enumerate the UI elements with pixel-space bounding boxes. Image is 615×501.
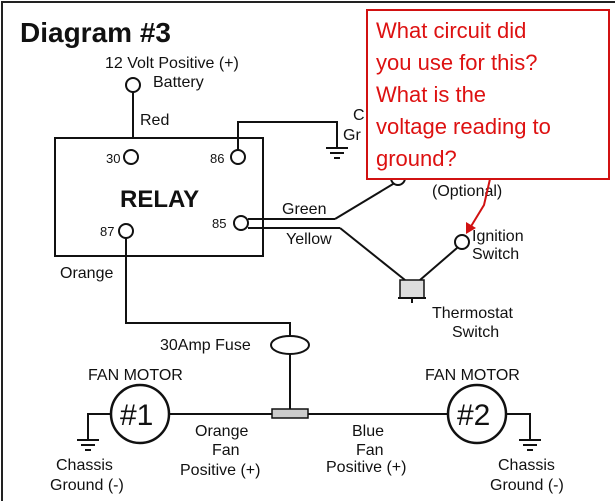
fan-right-number: #2 bbox=[457, 399, 490, 432]
pin-87-terminal bbox=[118, 223, 134, 239]
fan-1-ground-wire bbox=[87, 413, 111, 440]
callout-arrowhead-icon bbox=[466, 222, 476, 234]
optional-label: (Optional) bbox=[432, 183, 502, 200]
ground-left-line2: Ground (-) bbox=[50, 477, 124, 494]
orange-fan-line1: Orange bbox=[195, 423, 248, 440]
blue-fan-line3: Positive (+) bbox=[326, 459, 406, 476]
chassis-top-partial-2: Gr bbox=[343, 127, 361, 144]
ignition-wire bbox=[419, 247, 458, 281]
orange-fan-line3: Positive (+) bbox=[180, 462, 260, 479]
pin-30-label: 30 bbox=[106, 151, 120, 166]
green-wire-label: Green bbox=[282, 201, 326, 218]
junction-connector bbox=[271, 408, 309, 419]
pin-85-terminal bbox=[233, 215, 249, 231]
pin-86-terminal bbox=[230, 149, 246, 165]
relay-label: RELAY bbox=[120, 186, 199, 213]
pin-30-terminal bbox=[123, 149, 139, 165]
pin-86-ground-wire bbox=[237, 121, 338, 150]
question-callout bbox=[366, 9, 610, 180]
pin-87-label: 87 bbox=[100, 224, 114, 239]
blue-fan-line2: Fan bbox=[356, 442, 384, 459]
yellow-wire-label: Yellow bbox=[286, 231, 332, 248]
chassis-top-partial-1: C bbox=[353, 107, 365, 124]
callout-line-2: you use for this? bbox=[376, 50, 537, 75]
chassis-ground-right-icon bbox=[519, 439, 541, 451]
thermostat-switch-icon bbox=[398, 279, 426, 303]
pin-85-label: 85 bbox=[212, 216, 226, 231]
chassis-ground-top-icon bbox=[326, 147, 348, 159]
ground-right-line2: Ground (-) bbox=[490, 477, 564, 494]
battery-terminal bbox=[125, 77, 141, 93]
ignition-label-line1: Ignition bbox=[472, 228, 524, 245]
chassis-ground-left-icon bbox=[77, 439, 99, 451]
callout-line-1: What circuit did bbox=[376, 18, 526, 43]
relay-box bbox=[54, 137, 264, 257]
green-wire bbox=[334, 180, 399, 220]
callout-line-5: ground? bbox=[376, 146, 457, 171]
orange-wire-label: Orange bbox=[60, 265, 113, 282]
callout-line-4: voltage reading to bbox=[376, 114, 551, 139]
diagram-title: Diagram #3 bbox=[20, 17, 171, 48]
fan-left-number: #1 bbox=[120, 399, 153, 432]
battery-label-line2: Battery bbox=[153, 74, 204, 91]
red-wire-label: Red bbox=[140, 112, 169, 129]
blue-fan-line1: Blue bbox=[352, 423, 384, 440]
callout-pointer-arrow bbox=[469, 178, 491, 229]
ground-right-line1: Chassis bbox=[498, 457, 555, 474]
fuse-icon bbox=[270, 335, 310, 355]
thermostat-label-line2: Switch bbox=[452, 324, 499, 341]
fan-left-title: FAN MOTOR bbox=[88, 367, 183, 384]
ignition-switch-terminal bbox=[454, 234, 470, 250]
callout-line-3: What is the bbox=[376, 82, 486, 107]
ignition-label-line2: Switch bbox=[472, 246, 519, 263]
thermostat-label-line1: Thermostat bbox=[432, 305, 513, 322]
ground-left-line1: Chassis bbox=[56, 457, 113, 474]
yellow-wire bbox=[339, 227, 406, 281]
fan-right-title: FAN MOTOR bbox=[425, 367, 520, 384]
orange-wire bbox=[125, 238, 291, 336]
battery-label-line1: 12 Volt Positive (+) bbox=[105, 55, 239, 72]
fuse-label: 30Amp Fuse bbox=[160, 337, 251, 354]
orange-fan-line2: Fan bbox=[212, 442, 240, 459]
fan-2-ground-wire bbox=[506, 413, 531, 440]
pin-86-label: 86 bbox=[210, 151, 224, 166]
